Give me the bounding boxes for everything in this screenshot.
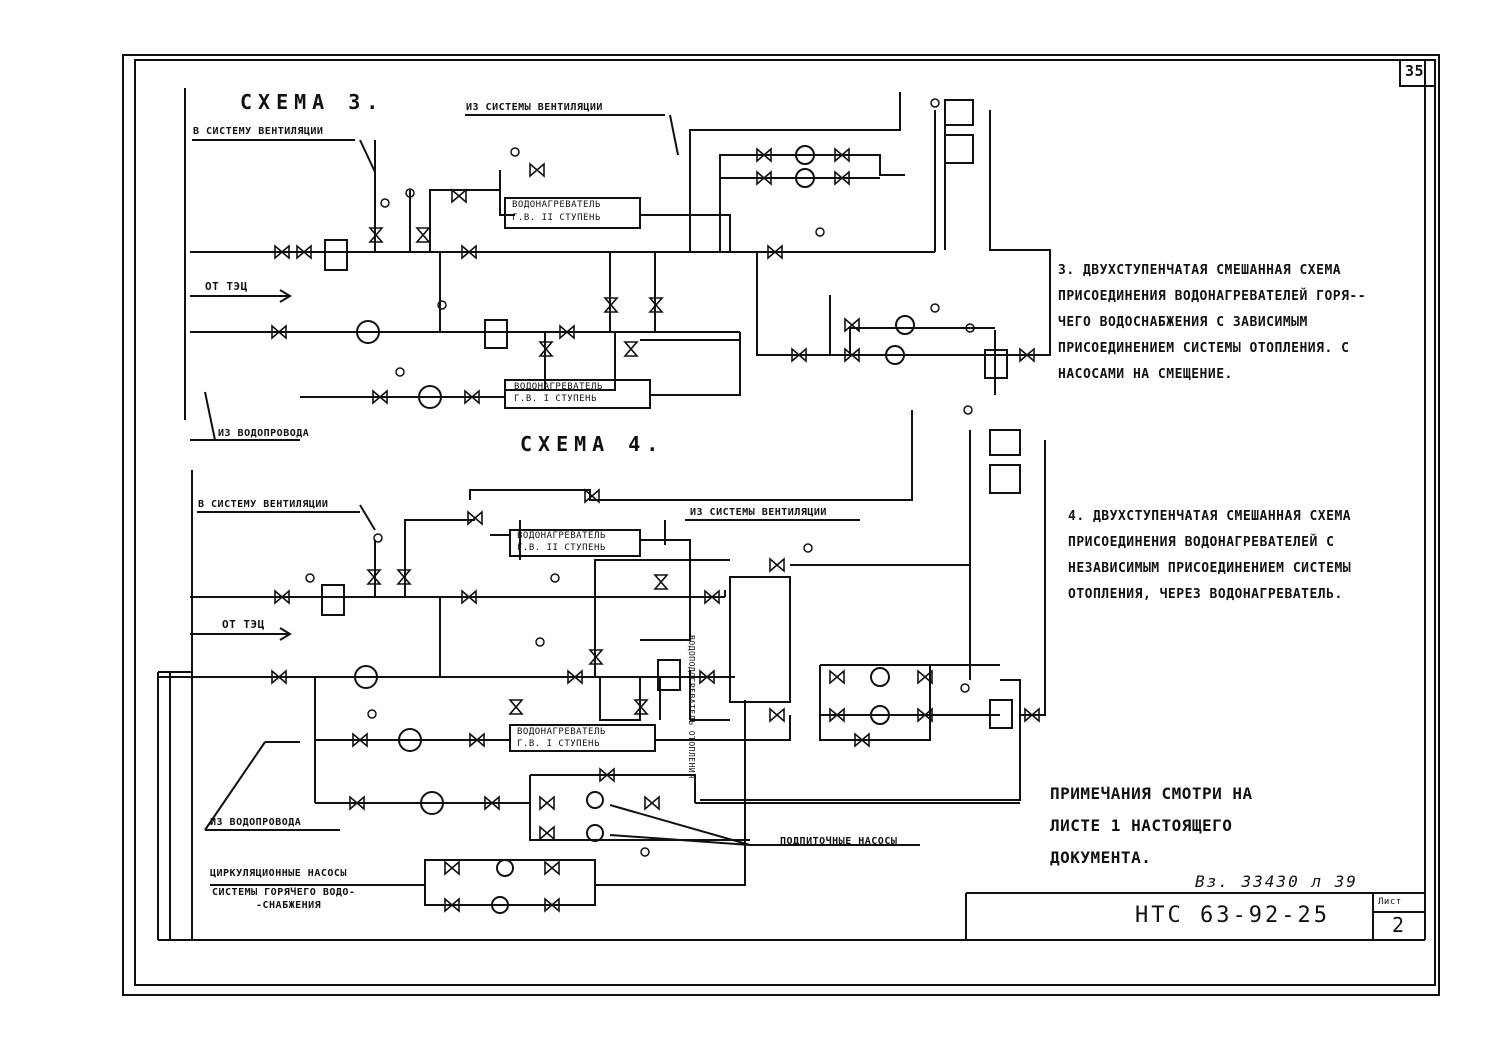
s4-heat-pump-1 xyxy=(870,667,890,687)
s4-makeup-pipes xyxy=(380,700,1020,906)
page-number-box xyxy=(1399,59,1436,87)
scheme3-title: СХЕМА 3. xyxy=(240,90,385,114)
s3-meter xyxy=(356,320,380,344)
page-number: 35 xyxy=(1405,62,1425,80)
drawing-border xyxy=(157,60,1426,941)
s4-water-meter-2 xyxy=(420,791,444,815)
s4-heating-heater xyxy=(729,576,791,703)
scheme4-description: 4. ДВУХСТУПЕНЧАТАЯ СМЕШАННАЯ СХЕМА ПРИСО… xyxy=(1068,509,1352,602)
s3-heater-links xyxy=(505,252,1000,396)
s3-heater2-label-1: ВОДОНАГРЕВАТЕЛЬ xyxy=(512,200,601,210)
s3-mix-filter xyxy=(984,349,1008,379)
sheet-number: 2 xyxy=(1392,913,1405,937)
document-code: НТС 63-92-25 xyxy=(1135,903,1330,928)
s4-heater1-label-1: ВОДОНАГРЕВАТЕЛЬ xyxy=(517,727,606,737)
s3-mud-trap xyxy=(324,239,348,271)
s4-heater2 xyxy=(509,529,641,557)
s4-makeup-pump-2 xyxy=(586,824,604,842)
s4-label-from-ventilation: ИЗ СИСТЕМЫ ВЕНТИЛЯЦИИ xyxy=(690,507,827,518)
s4-circ-pump-2 xyxy=(491,896,509,914)
scheme4-title: СХЕМА 4. xyxy=(520,432,665,456)
s3-heater2 xyxy=(504,197,641,229)
s4-meter xyxy=(354,665,378,689)
s4-label-circ-pumps-3: -СНАБЖЕНИЯ xyxy=(256,900,322,911)
s3-water-meter xyxy=(418,385,442,409)
outer-frame xyxy=(122,54,1440,996)
s3-label-from-ventilation: ИЗ СИСТЕМЫ ВЕНТИЛЯЦИИ xyxy=(466,102,603,113)
s4-heater-links xyxy=(439,430,971,741)
s4-supply-main xyxy=(190,590,726,598)
s4-heat-pump-2 xyxy=(870,705,890,725)
pressure-gauges xyxy=(305,98,975,857)
s3-heater2-label-2: Г.В. II СТУПЕНЬ xyxy=(512,213,601,223)
s4-label-from-water-supply: ИЗ ВОДОПРОВОДА xyxy=(210,817,302,828)
s4-label-circ-pumps-2: СИСТЕМЫ ГОРЯЧЕГО ВОДО- xyxy=(212,887,356,898)
s3-heater1-label-1: ВОДОНАГРЕВАТЕЛЬ xyxy=(514,382,603,392)
s3-radiator-a xyxy=(944,99,974,126)
s3-arrows xyxy=(190,114,679,441)
left-strip xyxy=(158,671,193,940)
s4-heater2-label-2: Г.В. II СТУПЕНЬ xyxy=(517,543,606,553)
s4-heating-heater-label: ВОДОПОДОГРЕВАТЕЛЬ ОТОПЛЕНИЯ xyxy=(687,635,696,779)
s4-radiator-a xyxy=(989,429,1021,456)
s4-heating-circuit xyxy=(700,440,1046,801)
s3-heater1-label-2: Г.В. I СТУПЕНЬ xyxy=(514,394,597,404)
s4-label-from-tec: ОТ ТЭЦ xyxy=(222,618,265,631)
s3-pump-2 xyxy=(795,168,815,188)
s4-water-meter-1 xyxy=(398,728,422,752)
s3-return-main xyxy=(190,331,741,340)
s4-circ-pump-1 xyxy=(496,859,514,877)
s3-heater1 xyxy=(504,379,651,409)
s4-heater1-label-2: Г.В. I СТУПЕНЬ xyxy=(517,739,600,749)
valve-symbols xyxy=(271,147,1040,913)
s3-label-leaders xyxy=(190,114,665,441)
s3-pump-4 xyxy=(885,345,905,365)
s4-label-circ-pumps-1: ЦИРКУЛЯЦИОННЫЕ НАСОСЫ xyxy=(210,868,347,879)
s3-pump-3 xyxy=(895,315,915,335)
sheet-label: Лист xyxy=(1378,897,1402,907)
title-block-lines xyxy=(965,892,1425,940)
s4-heater2-label-1: ВОДОНАГРЕВАТЕЛЬ xyxy=(517,531,606,541)
s4-label-to-ventilation: В СИСТЕМУ ВЕНТИЛЯЦИИ xyxy=(198,499,329,510)
scheme3-description: 3. ДВУХСТУПЕНЧАТАЯ СМЕШАННАЯ СХЕМА ПРИСО… xyxy=(1058,263,1367,382)
s3-label-to-ventilation: В СИСТЕМУ ВЕНТИЛЯЦИИ xyxy=(193,126,324,137)
s3-label-from-water-supply: ИЗ ВОДОПРОВОДА xyxy=(218,428,310,439)
s3-pump-1 xyxy=(795,145,815,165)
s3-radiator-b xyxy=(944,134,974,164)
s4-radiator-b xyxy=(989,464,1021,494)
s4-label-makeup-pumps: ПОДПИТОЧНЫЕ НАСОСЫ xyxy=(780,836,898,847)
s4-mud-trap xyxy=(321,584,345,616)
s4-cold-water-2 xyxy=(314,677,530,804)
s4-heater1 xyxy=(509,724,656,752)
s4-label-leaders xyxy=(197,511,920,886)
s4-arrows xyxy=(190,504,666,831)
s4-makeup-pump-1 xyxy=(586,791,604,809)
s3-supply-main xyxy=(190,110,936,253)
s3-label-from-tec: ОТ ТЭЦ xyxy=(205,280,248,293)
s3-return-filter xyxy=(484,319,508,349)
inner-frame xyxy=(134,59,1436,986)
handwritten-reference: Вз. 33430 л 39 xyxy=(1195,872,1358,891)
s4-return-filter xyxy=(657,659,681,691)
s4-mix-filter xyxy=(989,699,1013,729)
notes-reference: ПРИМЕЧАНИЯ СМОТРИ НА ЛИСТЕ 1 НАСТОЯЩЕГО … xyxy=(1050,784,1253,867)
